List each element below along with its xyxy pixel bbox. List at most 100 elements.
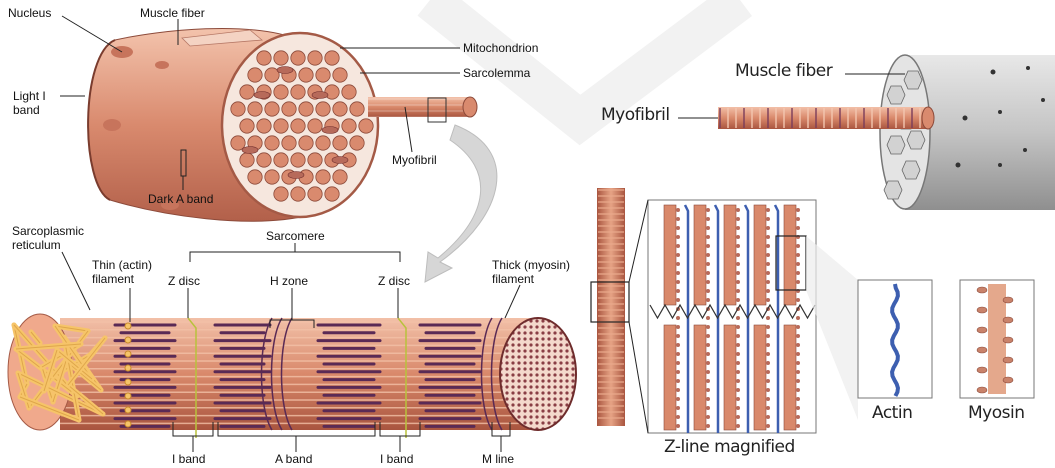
mitochondrion-shape (288, 172, 304, 179)
label-h-zone: H zone (270, 274, 308, 288)
myosin-filament-magnified (754, 325, 766, 430)
label-myofibril: Myofibril (392, 153, 437, 167)
myofibril-cross-section (308, 153, 322, 167)
myofibril-cross-section (342, 85, 356, 99)
myofibril-cross-section (248, 102, 262, 116)
myofibril-cross-section (308, 119, 322, 133)
mitochondrion-shape (242, 147, 258, 154)
myofibril-cross-section (257, 51, 271, 65)
myosin-filament-magnified (784, 325, 796, 430)
label-right-muscle-fiber: Muscle fiber (735, 64, 832, 78)
fiber-bundle-cross-section (884, 181, 902, 199)
label-a-band: A band (275, 452, 312, 466)
myofibril-illustration (8, 314, 576, 438)
mitochondrion-shape (254, 92, 270, 99)
label-m-line: M line (482, 452, 514, 466)
fiber-bundle-cross-section (904, 71, 922, 89)
myosin-head (1003, 297, 1013, 303)
myofibril-cross-section (299, 68, 313, 82)
myofibril-cross-section (274, 51, 288, 65)
myofibril-cross-section (240, 153, 254, 167)
myofibril-cross-section (291, 119, 305, 133)
myofibril-cross-section (333, 102, 347, 116)
myofibril-cross-section (231, 102, 245, 116)
myosin-head (977, 367, 987, 373)
label-thick-myosin-filament: Thick (myosin) filament (492, 258, 582, 286)
mitochondrion-shape (332, 157, 348, 164)
myofibril-cross-section (333, 136, 347, 150)
label-sarcomere: Sarcomere (266, 229, 325, 243)
myofibril-cross-section (265, 102, 279, 116)
myosin-head (1003, 337, 1013, 343)
myofibril-cross-section (316, 170, 330, 184)
label-myosin: Myosin (968, 406, 1024, 420)
myofibril-cross-section (274, 187, 288, 201)
label-actin: Actin (872, 406, 912, 420)
myofibril-cross-section (257, 119, 271, 133)
myofibril-cross-section (342, 119, 356, 133)
label-right-myofibril: Myofibril (601, 108, 670, 122)
myofibril-cross-section (265, 136, 279, 150)
fiber-bundle-cross-section (887, 136, 905, 154)
myofibril-cross-section (282, 102, 296, 116)
myosin-head (977, 347, 987, 353)
myosin-filament-magnified (724, 205, 736, 305)
myofibril-cross-section (325, 187, 339, 201)
myofibril-cross-section (257, 153, 271, 167)
label-mitochondrion: Mitochondrion (463, 41, 538, 55)
label-muscle-fiber: Muscle fiber (140, 6, 205, 20)
myofibril-cross-section (282, 136, 296, 150)
label-sarcoplasmic-reticulum: Sarcoplasmic reticulum (12, 224, 87, 252)
myofibril-cross-section (248, 68, 262, 82)
label-dark-a-band: Dark A band (148, 192, 213, 206)
myosin-filament-magnified (754, 205, 766, 305)
myofibril-cross-section (274, 153, 288, 167)
myosin-head (977, 307, 987, 313)
myofibril-cross-section (325, 51, 339, 65)
myosin-filament-magnified (694, 205, 706, 305)
label-thin-actin-filament: Thin (actin) filament (92, 258, 154, 286)
zoom-arrow (425, 125, 497, 282)
myofibril-cross-section (274, 119, 288, 133)
myofibril-cross-section (316, 102, 330, 116)
myosin-head (977, 387, 987, 393)
myofibril-cross-section (291, 85, 305, 99)
myosin-head (977, 287, 987, 293)
label-z-line-magnified: Z-line magnified (664, 440, 795, 454)
myosin-head (1003, 377, 1013, 383)
myosin-head (1003, 317, 1013, 323)
label-light-i-band: Light I band (13, 89, 59, 117)
myofibril-cross-section (248, 170, 262, 184)
myosin-filament-magnified (664, 325, 676, 430)
mitochondrion-shape (322, 127, 338, 134)
myofibril-cross-section (350, 102, 364, 116)
label-z-disc-left: Z disc (168, 274, 200, 288)
label-z-disc-right: Z disc (378, 274, 410, 288)
myofibril-cross-section (240, 85, 254, 99)
myofibril-cross-section (274, 85, 288, 99)
myofibril-cross-section (308, 187, 322, 201)
myofibril-cross-section (299, 136, 313, 150)
fiber-bundle-cross-section (887, 86, 905, 104)
label-i-band-left: I band (172, 452, 205, 466)
myosin-head (1003, 357, 1013, 363)
myofibril-cross-section (316, 68, 330, 82)
myofibril-cross-section (359, 119, 373, 133)
label-i-band-right: I band (380, 452, 413, 466)
mitochondrion-shape (312, 92, 328, 99)
myofibril-cross-section (350, 136, 364, 150)
fiber-bundle-cross-section (902, 161, 920, 179)
myofibril-cross-section (333, 170, 347, 184)
label-sarcolemma: Sarcolemma (463, 66, 530, 80)
myofibril-cross-section (308, 51, 322, 65)
myofibril-cross-section (240, 119, 254, 133)
myofibril-cross-section (299, 102, 313, 116)
myosin-filament-magnified (694, 325, 706, 430)
myofibril-end-section (500, 318, 576, 430)
myofibril-cross-section (291, 153, 305, 167)
myofibril-cross-section (316, 136, 330, 150)
myosin-head (977, 327, 987, 333)
mitochondrion-shape (277, 67, 293, 74)
myofibril-cross-section (291, 187, 305, 201)
myosin-filament-magnified (724, 325, 736, 430)
